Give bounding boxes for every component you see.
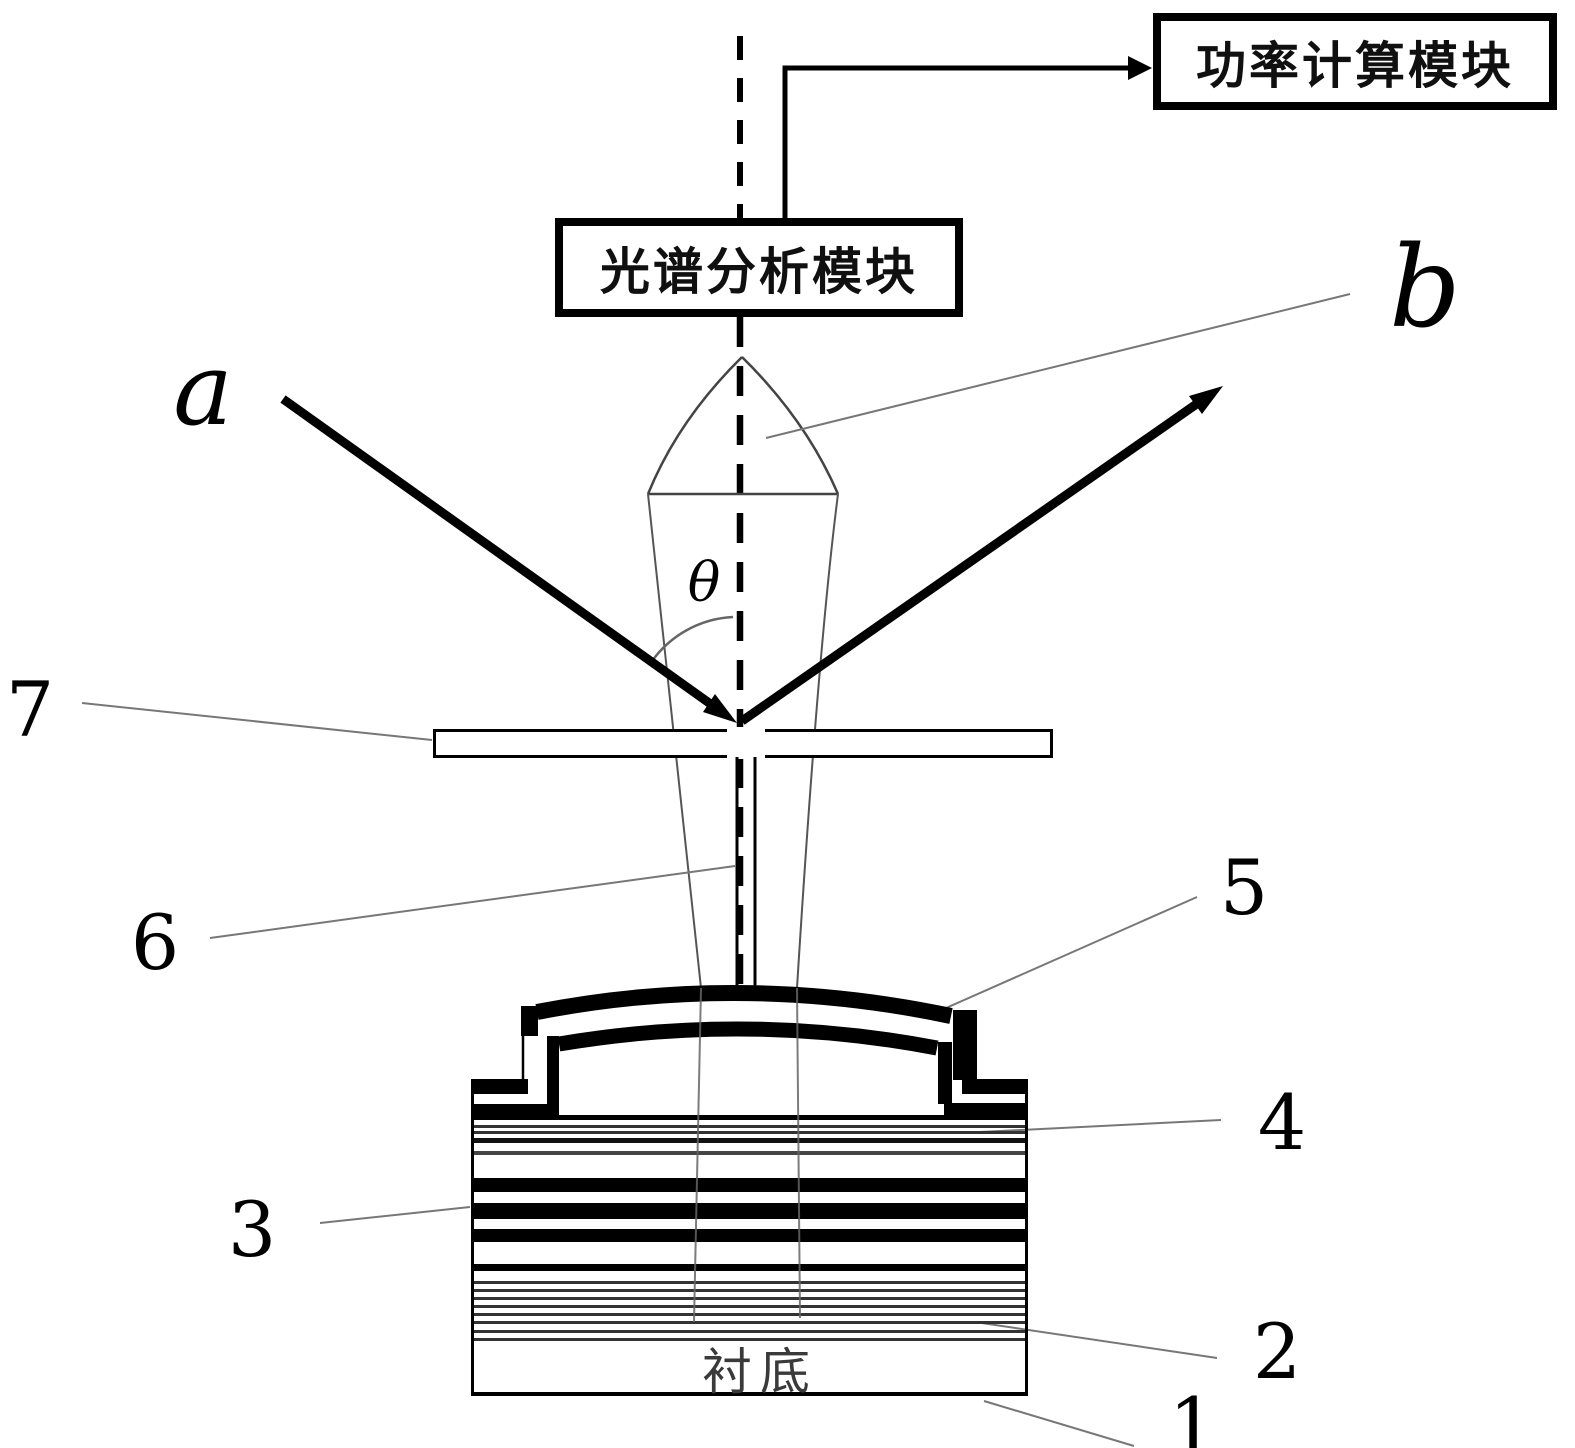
mesa-left-outer-step	[521, 1006, 538, 1036]
substrate-label: 衬底	[702, 1343, 818, 1401]
leader-line-3	[319, 1206, 471, 1224]
epi-layer-stripe	[471, 1115, 1028, 1120]
leader-line-5	[927, 896, 1198, 1017]
part-label-2: 2	[1252, 1307, 1302, 1396]
dbr-layer-stripe	[471, 1313, 1028, 1316]
plate-beam-gap-top	[727, 727, 765, 734]
beam-trace-right-device	[796, 987, 801, 1319]
dbr-layer-stripe	[471, 1330, 1028, 1333]
angle-arc	[648, 615, 734, 665]
dbr-layer-stripe	[471, 1297, 1028, 1300]
part-label-1: 1	[1168, 1381, 1218, 1448]
beam-cone-left	[647, 493, 702, 989]
reflected-ray-label: b	[1389, 223, 1461, 353]
reflected-ray	[739, 399, 1201, 725]
part-label-6: 6	[130, 898, 180, 987]
power-calc-module-label: 功率计算模块	[1196, 36, 1514, 95]
left-contact-band	[471, 1104, 559, 1116]
beam-trace-left-device	[693, 987, 702, 1323]
epi-layer-stripe	[471, 1138, 1028, 1143]
incident-ray-arrowhead-icon	[703, 694, 737, 723]
epi-layer-stripe	[471, 1264, 1028, 1271]
plate-beam-gap-bottom	[727, 752, 765, 759]
mesa-right-inner-step	[938, 1042, 952, 1104]
power-calc-module-box: 功率计算模块	[1153, 13, 1557, 110]
beam-cone-right	[796, 493, 839, 989]
dbr-layer-stripe	[471, 1305, 1028, 1308]
leader-line-b	[765, 293, 1351, 439]
epi-layer-stripe	[471, 1151, 1028, 1155]
device-bottom-border	[471, 1392, 1028, 1396]
left-shoulder-band	[471, 1079, 528, 1094]
epi-layer-stripe	[471, 1131, 1028, 1134]
dbr-layer-stripe	[471, 1338, 1028, 1341]
right-contact-band	[944, 1103, 1028, 1116]
leader-line-2	[974, 1321, 1218, 1359]
mesa-right-outer-step	[953, 1010, 977, 1080]
active-layer-stripe	[471, 1178, 1028, 1192]
dbr-layer-stripe	[471, 1289, 1028, 1292]
spectrum-analysis-module-box: 光谱分析模块	[555, 218, 963, 317]
leader-line-4	[979, 1119, 1222, 1133]
leader-line-7	[81, 702, 433, 741]
leader-line-1	[983, 1400, 1135, 1447]
part-label-4: 4	[1257, 1078, 1307, 1167]
mesa-left-inner-step	[547, 1036, 559, 1116]
dome-inner-arc	[557, 1021, 939, 1056]
dome-outer-arc	[535, 984, 953, 1024]
part-label-7: 7	[5, 665, 55, 754]
device-right-border	[1025, 1079, 1028, 1396]
connector-arrowhead-icon	[1128, 56, 1152, 80]
epi-layer-stripe	[471, 1125, 1028, 1128]
active-layer-stripe	[471, 1203, 1028, 1219]
active-layer-stripe	[471, 1229, 1028, 1242]
dbr-layer-stripe	[471, 1321, 1028, 1324]
reflected-ray-arrowhead-icon	[1189, 386, 1223, 414]
right-shoulder-band	[962, 1079, 1028, 1094]
part-label-3: 3	[227, 1185, 277, 1274]
device-left-border	[471, 1079, 474, 1396]
incident-ray	[280, 395, 715, 709]
connector-line	[782, 65, 1136, 218]
lens-left-edge	[646, 356, 743, 495]
angle-theta-label: θ	[687, 551, 721, 614]
lens-right-edge	[741, 356, 840, 495]
dbr-layer-stripe	[471, 1281, 1028, 1284]
part-label-5: 5	[1219, 843, 1269, 932]
incident-ray-label: a	[173, 331, 233, 448]
spectrum-analysis-module-label: 光谱分析模块	[600, 242, 918, 301]
leader-line-6	[209, 865, 736, 939]
